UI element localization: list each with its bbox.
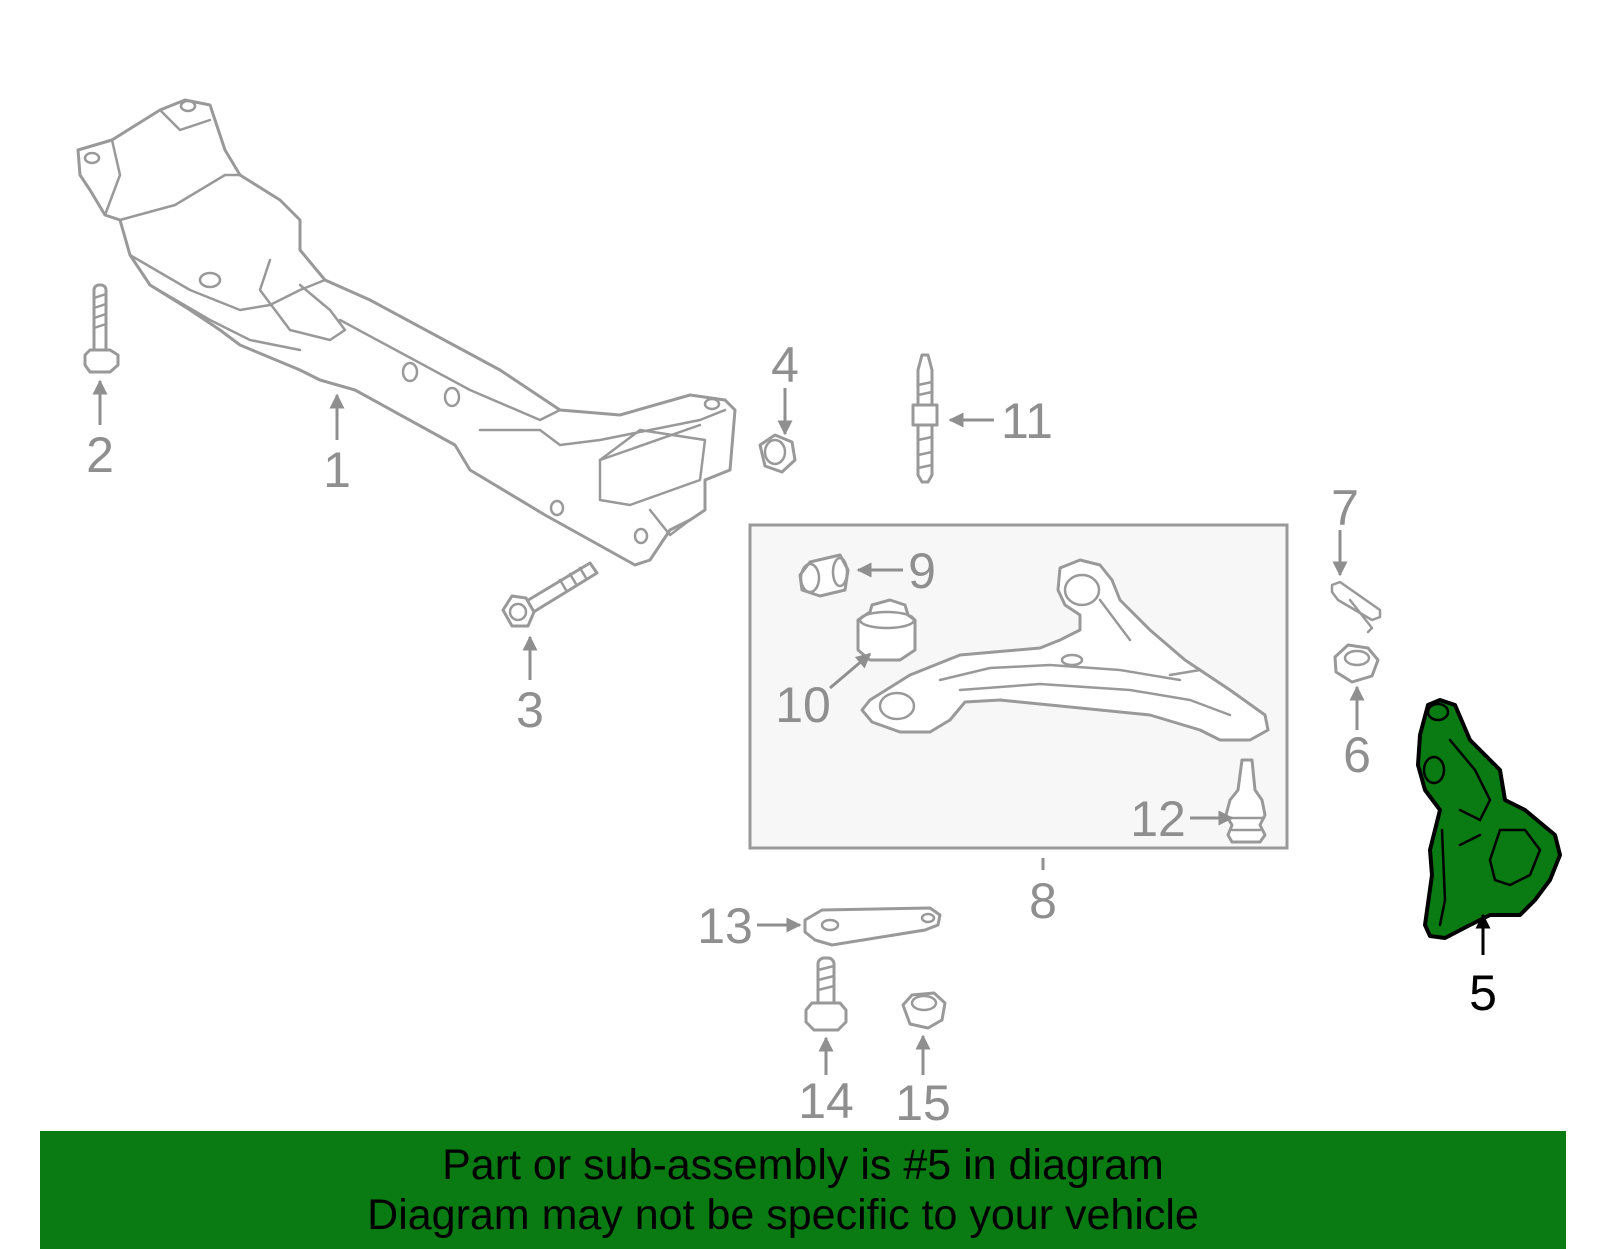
control-arm-part-8 [860, 558, 1270, 742]
callout-7: 7 [1331, 480, 1359, 536]
bushing-part-9 [798, 553, 850, 598]
ball-joint-part-12 [1224, 758, 1267, 844]
callout-2: 2 [86, 427, 114, 483]
callout-9: 9 [908, 543, 936, 599]
callout-labels: 1 2 3 4 5 6 7 8 9 10 11 12 13 14 15 [86, 337, 1497, 1131]
bolt-part-3 [501, 561, 599, 628]
callout-5: 5 [1469, 965, 1497, 1021]
callout-13: 13 [697, 898, 753, 954]
nut-part-4 [758, 433, 797, 474]
bolt-part-14 [804, 956, 848, 1032]
banner-text-line-2: Diagram may not be specific to your vehi… [367, 1191, 1199, 1239]
callout-8: 8 [1029, 873, 1057, 929]
clip-part-7 [1330, 580, 1382, 634]
callout-1: 1 [323, 442, 351, 498]
crossmember-part-1 [76, 98, 737, 567]
callout-12: 12 [1130, 791, 1186, 847]
callout-11: 11 [1001, 393, 1053, 449]
callout-6: 6 [1343, 727, 1371, 783]
leader-lines [92, 379, 1491, 1075]
nut-part-15 [901, 991, 947, 1030]
stud-part-11 [911, 353, 939, 484]
callout-4: 4 [771, 337, 799, 393]
callout-3: 3 [516, 682, 544, 738]
banner-text-line-1: Part or sub-assembly is #5 in diagram [442, 1141, 1164, 1189]
callout-10: 10 [775, 677, 831, 733]
bolt-part-2 [83, 283, 120, 374]
nut-part-6 [1333, 643, 1380, 684]
callout-15: 15 [895, 1075, 951, 1131]
callout-14: 14 [798, 1073, 854, 1129]
info-banner: Part or sub-assembly is #5 in diagram Di… [40, 1131, 1566, 1249]
link-part-13 [803, 906, 942, 947]
knuckle-part-5-highlighted [1416, 698, 1562, 940]
